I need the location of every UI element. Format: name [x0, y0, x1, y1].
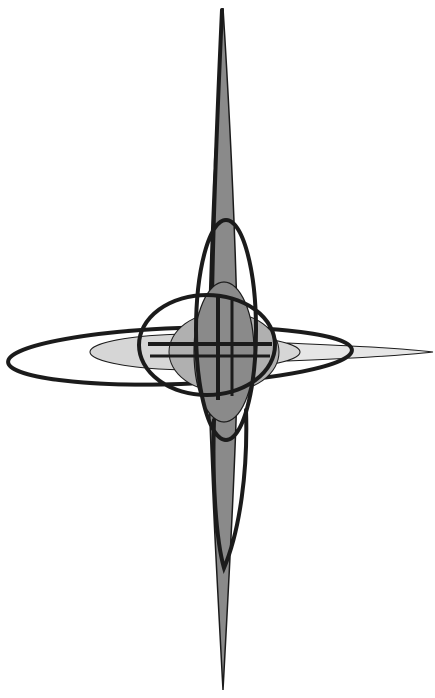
four-point-star-ellipses-figure: [0, 0, 435, 698]
